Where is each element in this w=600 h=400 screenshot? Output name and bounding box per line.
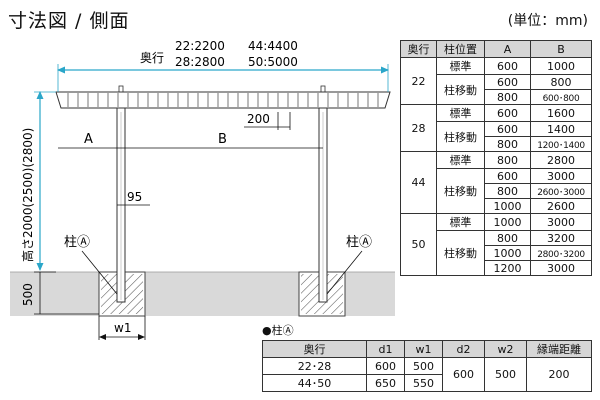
a-cell: 600 [484,57,531,75]
table-row: 44･50 650 550 [262,374,592,392]
b-cell: 1600 [530,104,592,122]
b-cell: 2600･3000 [530,183,592,199]
position-cell: 標準 [436,104,485,122]
a-cell: 600 [484,121,531,137]
depth-value-44: 44:4400 [248,39,298,53]
table-row: 800 2600･3000 [401,183,592,199]
depth-value-28: 28:2800 [175,55,225,69]
post-w2-cell: 500 [484,357,527,392]
pillar-label-left: 柱Ⓐ [64,235,90,250]
depth-label: 奥行 [140,51,164,65]
post-header-d2: d2 [442,340,485,358]
table-row: 22 標準 600 1000 [400,57,592,105]
a-cell: 800 [484,136,531,152]
a-cell: 1200 [484,260,531,276]
b-cell: 2800 [530,151,592,169]
a-cell: 800 [484,89,531,105]
post-header-edge: 縁端距離 [526,340,592,358]
b-cell: 3000 [530,260,592,276]
a-cell: 1000 [484,213,531,231]
roof-panel [55,91,391,109]
depth-cell: 22 [400,57,437,105]
table-row: 22･28 600 500 600 500 200 [262,357,592,392]
pillar-label-right: 柱Ⓐ [346,235,372,250]
table-row: 1000 2600 [401,198,592,214]
dimension-200: 200 [247,112,270,126]
b-cell: 2800･3200 [530,245,592,261]
table-row: 28 標準 600 1600 [400,104,592,152]
edge-200-dimension [244,112,291,130]
table-row: 1200 3000 [401,260,592,276]
table-row: 柱移動 600 3000 [401,168,592,214]
depth-value-22: 22:2200 [175,39,225,53]
b-cell: 1000 [530,57,592,75]
a-cell: 1000 [484,245,531,261]
post-table: 奥行 d1 w1 d2 w2 縁端距離 22･28 600 500 600 50… [262,340,592,392]
spec-header-position: 柱位置 [436,40,485,58]
height-label: 高さ2000(2500)(2800) [20,128,35,262]
b-cell: 3200 [530,230,592,246]
b-cell: 3000 [530,168,592,184]
unit-label: (単位：mm) [507,13,588,29]
table-row: 柱移動 600 800 [401,74,592,105]
table-row: 50 標準 1000 3000 [400,213,592,276]
table-row: 44 標準 800 2800 [400,151,592,214]
post-header-depth: 奥行 [262,340,367,358]
a-cell: 1000 [484,198,531,214]
b-cell: 800 [530,74,592,90]
position-cell: 柱移動 [436,74,485,105]
post-d2-cell: 600 [442,357,485,392]
post-depth-cell: 22･28 [262,357,367,375]
post-w1-cell: 550 [404,374,443,392]
a-cell: 600 [484,104,531,122]
b-cell: 1200･1400 [530,136,592,152]
pillar-section-caption: ●柱Ⓐ [262,324,294,337]
post-right [318,85,328,303]
position-cell: 標準 [436,57,485,75]
a-cell: 800 [484,183,531,199]
position-cell: 柱移動 [436,230,485,276]
spec-table-header: 奥行 柱位置 A B [400,40,592,58]
spec-header-depth: 奥行 [400,40,437,58]
post-depth-cell: 44･50 [262,374,367,392]
dimension-95: 95 [127,190,142,204]
b-cell: 600･800 [530,89,592,105]
b-cell: 2600 [530,198,592,214]
post-left [116,85,126,303]
b-cell: 1400 [530,121,592,137]
post-d1-cell: 600 [366,357,405,375]
a-cell: 600 [484,74,531,90]
side-view-drawing: 奥行 22:2200 44:4400 28:2800 50:5000 200 A… [10,39,395,340]
position-cell: 柱移動 [436,121,485,152]
post-d1-cell: 650 [366,374,405,392]
spec-header-a: A [484,40,531,58]
post-header-w1: w1 [404,340,443,358]
post-table-header: 奥行 d1 w1 d2 w2 縁端距離 [262,340,592,358]
depth-value-50: 50:5000 [248,55,298,69]
pillar-leader-left [81,250,118,295]
embed-depth-500: 500 [21,283,35,306]
depth-cell: 28 [400,104,437,152]
position-cell: 標準 [436,151,485,169]
pillar-leader-right [326,250,363,295]
w1-label: w1 [114,321,131,335]
a-cell: 800 [484,151,531,169]
a-cell: 800 [484,230,531,246]
a-cell: 600 [484,168,531,184]
spec-table: 奥行 柱位置 A B 22 標準 600 1000 柱移動 600 800 80… [400,40,592,276]
depth-cell: 44 [400,151,437,214]
spec-header-b: B [530,40,592,58]
page-title: 寸法図 / 側面 [8,10,130,32]
b-cell: 3000 [530,213,592,231]
table-row: 柱移動 600 1400 [401,121,592,152]
depth-cell: 50 [400,213,437,276]
label-B: B [218,132,227,147]
position-cell: 柱移動 [436,168,485,214]
label-A: A [84,132,93,147]
position-cell: 標準 [436,213,485,231]
post-w1-cell: 500 [404,357,443,375]
post-header-d1: d1 [366,340,405,358]
post-header-w2: w2 [484,340,527,358]
post-edge-cell: 200 [526,357,592,392]
